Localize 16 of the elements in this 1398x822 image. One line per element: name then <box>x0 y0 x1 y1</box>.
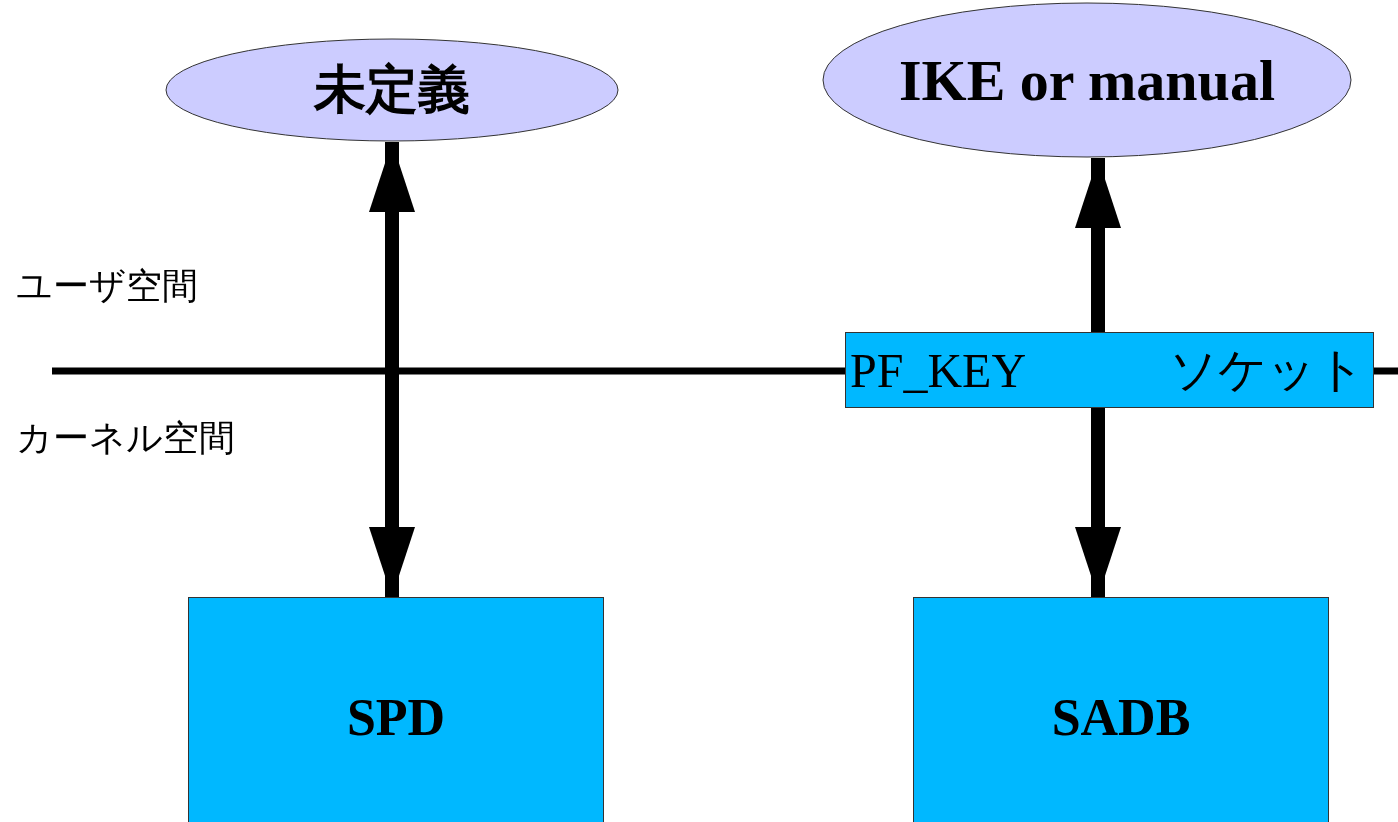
space-label: ユーザ空間 <box>16 264 198 308</box>
node-text: 未定義 <box>314 60 470 120</box>
ellipse-node <box>165 38 619 142</box>
node-text: PF_KEY <box>850 342 1027 398</box>
double-arrow <box>1075 157 1121 332</box>
node-text: SPD <box>346 687 446 747</box>
node-text: SADB <box>1051 687 1191 747</box>
socket-box <box>845 332 1374 408</box>
node-text: IKE or manual <box>899 46 1275 114</box>
node-text: ソケット <box>1169 342 1365 398</box>
double-arrow <box>1075 408 1121 597</box>
process-box <box>913 597 1329 822</box>
double-arrow <box>369 142 415 597</box>
ellipse-node <box>822 2 1352 158</box>
process-box <box>188 597 604 822</box>
space-label: カーネル空間 <box>16 416 235 460</box>
